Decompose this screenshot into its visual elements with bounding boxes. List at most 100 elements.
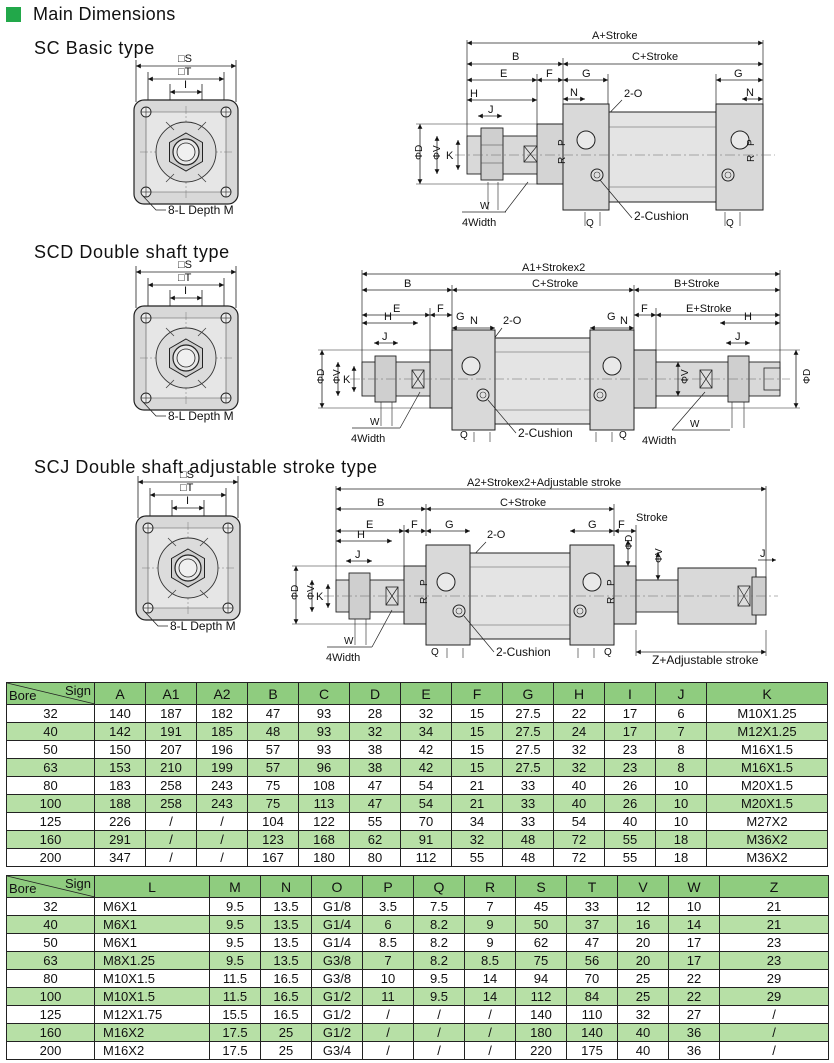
- sc-dv: ΦV: [432, 145, 443, 160]
- table-cell: /: [719, 1005, 829, 1024]
- table-cell: 15.5: [209, 1005, 261, 1024]
- table-cell: 40: [604, 812, 656, 831]
- table-cell: 32: [553, 740, 605, 759]
- col-header: G: [502, 682, 554, 705]
- bore-sign-header: Sign Bore: [6, 875, 95, 898]
- table-cell: M16X2: [94, 1023, 210, 1042]
- sc-j: J: [488, 104, 494, 116]
- table-cell: 9.5: [209, 897, 261, 916]
- scj-z: Z+Adjustable stroke: [652, 653, 759, 667]
- table-cell: 55: [349, 812, 401, 831]
- scj-b: B: [377, 497, 384, 509]
- table-cell: 7: [362, 951, 414, 970]
- table-cell: 347: [94, 848, 146, 867]
- table-cell: M6X1: [94, 933, 210, 952]
- scd-dd: ΦD: [316, 369, 327, 384]
- table-cell: 13.5: [260, 933, 312, 952]
- table-cell: M20X1.5: [706, 776, 828, 795]
- sc-e: E: [500, 68, 507, 80]
- bore-cell: 80: [6, 969, 95, 988]
- bore-cell: 125: [6, 812, 95, 831]
- sc-side-view: A+Stroke B C+Stroke E F G G H J N N 2-O: [414, 30, 775, 229]
- table-cell: M12X1.25: [706, 722, 828, 741]
- table-cell: 27.5: [502, 722, 554, 741]
- table-cell: 25: [617, 969, 669, 988]
- table-cell: M16X1.5: [706, 740, 828, 759]
- table-cell: 54: [400, 794, 452, 813]
- table-cell: 57: [247, 758, 299, 777]
- table-cell: 20: [617, 933, 669, 952]
- col-header: C: [298, 682, 350, 705]
- scd-g2: G: [607, 311, 616, 323]
- table-cell: 8: [655, 758, 707, 777]
- scd-e-stroke: E+Stroke: [686, 303, 732, 315]
- sc-f: F: [546, 68, 553, 80]
- table-cell: 72: [553, 830, 605, 849]
- table-cell: 9: [464, 915, 516, 934]
- table-cell: 11.5: [209, 969, 261, 988]
- scd-port: 2-O: [503, 315, 522, 327]
- scd-w: W: [370, 417, 380, 428]
- table-cell: 23: [719, 933, 829, 952]
- table-cell: 62: [515, 933, 567, 952]
- table-cell: 140: [94, 704, 146, 723]
- scj-depth-label: 8-L Depth M: [170, 619, 236, 633]
- scj-dv: ΦV: [306, 585, 317, 600]
- sc-w: W: [480, 201, 490, 212]
- table-cell: 142: [94, 722, 146, 741]
- table-cell: 75: [247, 776, 299, 795]
- table-cell: 8.2: [413, 933, 465, 952]
- table-cell: 55: [604, 848, 656, 867]
- green-square-icon: [6, 6, 21, 22]
- table-cell: 62: [349, 830, 401, 849]
- table-cell: 70: [566, 969, 618, 988]
- table-cell: 258: [145, 776, 197, 795]
- sc-dd: ΦD: [414, 145, 425, 160]
- scj-f: F: [411, 519, 418, 531]
- table-cell: 33: [502, 812, 554, 831]
- table-cell: M12X1.75: [94, 1005, 210, 1024]
- table-cell: M27X2: [706, 812, 828, 831]
- scd-t-label: □T: [178, 272, 192, 284]
- sc-k: K: [446, 150, 454, 162]
- col-header: A: [94, 682, 146, 705]
- table-cell: 243: [196, 794, 248, 813]
- table-cell: 55: [604, 830, 656, 849]
- table-cell: 54: [400, 776, 452, 795]
- table-cell: 27: [668, 1005, 720, 1024]
- sc-i-label: I: [184, 79, 187, 91]
- table-cell: 188: [94, 794, 146, 813]
- bore-label: Bore: [9, 688, 37, 703]
- table-cell: 38: [349, 758, 401, 777]
- scj-k: K: [316, 591, 324, 603]
- scd-a1: A1+Strokex2: [522, 262, 585, 274]
- bore-cell: 40: [6, 915, 95, 934]
- sc-b: B: [512, 51, 519, 63]
- sign-label: Sign: [64, 683, 91, 699]
- table-cell: 6: [362, 915, 414, 934]
- col-header: S: [515, 875, 567, 898]
- table-cell: 153: [94, 758, 146, 777]
- table-cell: /: [464, 1005, 516, 1024]
- table-cell: /: [362, 1023, 414, 1042]
- table-cell: 26: [604, 776, 656, 795]
- table-cell: 182: [196, 704, 248, 723]
- table-cell: 55: [451, 848, 503, 867]
- bore-cell: 160: [6, 830, 95, 849]
- table-cell: 13.5: [260, 915, 312, 934]
- sc-a-stroke: A+Stroke: [592, 30, 638, 42]
- bore-cell: 63: [6, 951, 95, 970]
- table-cell: 16: [617, 915, 669, 934]
- bore-cell: 32: [6, 704, 95, 723]
- table-cell: G3/4: [311, 1041, 363, 1060]
- table-cell: 23: [719, 951, 829, 970]
- col-header: K: [706, 682, 828, 705]
- table-cell: 72: [553, 848, 605, 867]
- col-header: D: [349, 682, 401, 705]
